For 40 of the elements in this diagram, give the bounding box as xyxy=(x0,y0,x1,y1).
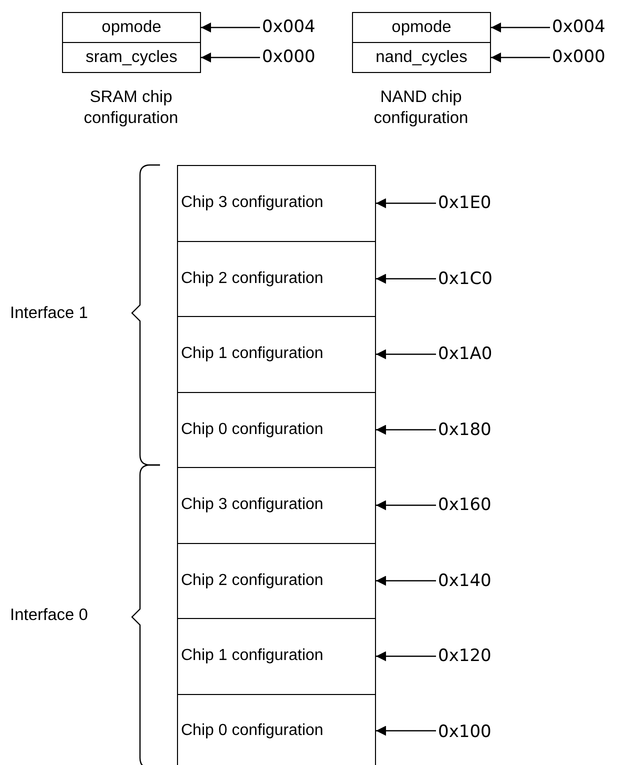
address-label: 0x004 xyxy=(552,15,620,39)
config-block: Chip 3 configuration xyxy=(177,467,376,544)
config-block: Chip 3 configuration xyxy=(177,165,376,242)
address-label: 0x120 xyxy=(438,644,508,668)
config-block: Chip 1 configuration xyxy=(177,316,376,392)
register-field: nand_cycles xyxy=(352,42,491,73)
address-label: 0x140 xyxy=(438,568,508,592)
arrow xyxy=(376,274,436,284)
address-label: 0x004 xyxy=(262,15,332,39)
arrow xyxy=(491,22,550,32)
arrow xyxy=(376,726,436,736)
config-block: Chip 2 configuration xyxy=(177,542,376,619)
arrow xyxy=(376,349,436,360)
arrow xyxy=(201,22,260,32)
arrow xyxy=(376,198,436,208)
address-label: 0x160 xyxy=(438,493,508,517)
arrow xyxy=(491,52,550,62)
config-block: Chip 0 configuration xyxy=(177,392,376,468)
address-label: 0x180 xyxy=(438,418,508,442)
address-label: 0x100 xyxy=(438,720,508,744)
caption: SRAM chip configuration xyxy=(82,87,180,129)
arrow xyxy=(376,576,436,586)
caption: NAND chip configuration xyxy=(372,87,470,129)
config-block: Chip 2 configuration xyxy=(177,240,376,317)
arrow xyxy=(376,424,436,435)
group-label: Interface 0 xyxy=(10,605,89,626)
address-label: 0x1C0 xyxy=(438,266,508,290)
config-block: Chip 1 configuration xyxy=(177,618,376,694)
group-label: Interface 1 xyxy=(10,303,89,324)
register-field: opmode xyxy=(352,12,491,43)
arrow xyxy=(376,500,436,510)
register-field: opmode xyxy=(62,12,201,43)
arrow xyxy=(201,52,260,62)
register-field: sram_cycles xyxy=(62,42,201,73)
address-label: 0x000 xyxy=(552,45,620,69)
address-label: 0x1A0 xyxy=(438,342,508,366)
address-label: 0x000 xyxy=(262,45,332,69)
config-block: Chip 0 configuration xyxy=(177,694,376,765)
arrow xyxy=(376,651,436,662)
address-label: 0x1E0 xyxy=(438,191,508,215)
